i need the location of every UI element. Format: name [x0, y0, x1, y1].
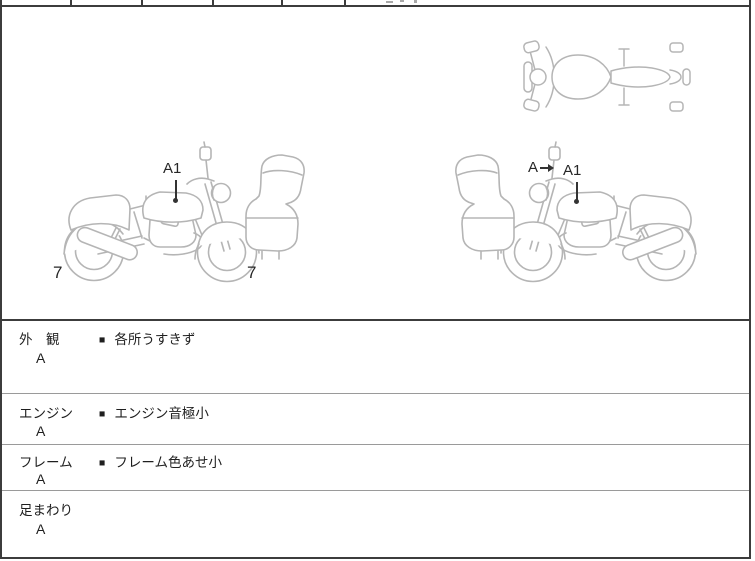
- table-row-undercarriage: 足まわり A: [2, 491, 749, 557]
- right-border: [749, 0, 751, 559]
- category-label: 足まわり: [19, 503, 73, 518]
- rear-indicator-left: [669, 42, 684, 53]
- left-border: [0, 0, 2, 559]
- marker-dot: [173, 198, 178, 203]
- comment-text: [99, 499, 108, 514]
- cell-divider: [281, 0, 283, 5]
- grade-value: A: [36, 350, 46, 366]
- headlight: [529, 68, 547, 86]
- text-remnant: [400, 0, 404, 2]
- sheet-bottom-rule: [0, 557, 751, 559]
- grade-value: A: [36, 521, 46, 537]
- category-label: 外 観: [19, 332, 60, 347]
- part-label-a-right: A: [528, 159, 539, 176]
- bullet-icon: ■: [99, 457, 106, 469]
- table-row-exterior: 外 観 A ■ 各所うすきず: [2, 321, 749, 393]
- comment-text: ■ エンジン音極小: [99, 402, 209, 422]
- text-remnant: [386, 1, 393, 3]
- marker-dot: [574, 199, 579, 204]
- leader-line: [175, 180, 177, 199]
- category-label: エンジン: [19, 406, 73, 421]
- cell-divider: [70, 0, 72, 5]
- motorcycle-left-side-view: [63, 141, 305, 283]
- rear-indicator-right: [669, 101, 684, 112]
- comment-value: フレーム色あせ小: [114, 455, 222, 470]
- row-separator: [2, 393, 749, 394]
- fuel-tank: [551, 54, 612, 100]
- cell-divider: [141, 0, 143, 5]
- row-separator: [2, 490, 749, 491]
- text-remnant: [414, 0, 417, 3]
- foot-pegs: [618, 48, 630, 106]
- comment-text: ■ フレーム色あせ小: [99, 451, 222, 471]
- part-label-a1-right: A1: [563, 162, 582, 179]
- tail: [669, 69, 682, 85]
- seat: [610, 66, 671, 88]
- comment-value: 各所うすきず: [114, 332, 196, 347]
- part-label-a1-left: A1: [163, 160, 182, 177]
- arrow-line: [540, 167, 549, 169]
- wheel-grade-left: 7: [53, 263, 63, 282]
- table-row-engine: エンジン A ■ エンジン音極小: [2, 394, 749, 444]
- grade-value: A: [36, 423, 46, 439]
- bullet-icon: ■: [99, 334, 106, 346]
- strip-bottom-rule: [0, 5, 751, 7]
- cell-divider: [344, 0, 346, 5]
- comment-value: エンジン音極小: [114, 406, 209, 421]
- bullet-icon: ■: [99, 408, 106, 420]
- wheel-grade-right: 7: [247, 263, 257, 282]
- motorcycle-top-view: [523, 40, 691, 112]
- leader-line: [576, 182, 578, 200]
- grade-value: A: [36, 471, 46, 487]
- category-label: フレーム: [19, 455, 73, 470]
- rear-wheel: [682, 68, 691, 86]
- comment-text: ■ 各所うすきず: [99, 328, 195, 348]
- cell-divider: [212, 0, 214, 5]
- diagram-bottom-rule: [0, 319, 751, 321]
- mirror-right: [523, 98, 540, 112]
- row-separator: [2, 444, 749, 445]
- mirror-left: [523, 40, 540, 54]
- arrow-head: [548, 164, 554, 172]
- table-row-frame: フレーム A ■ フレーム色あせ小: [2, 445, 749, 490]
